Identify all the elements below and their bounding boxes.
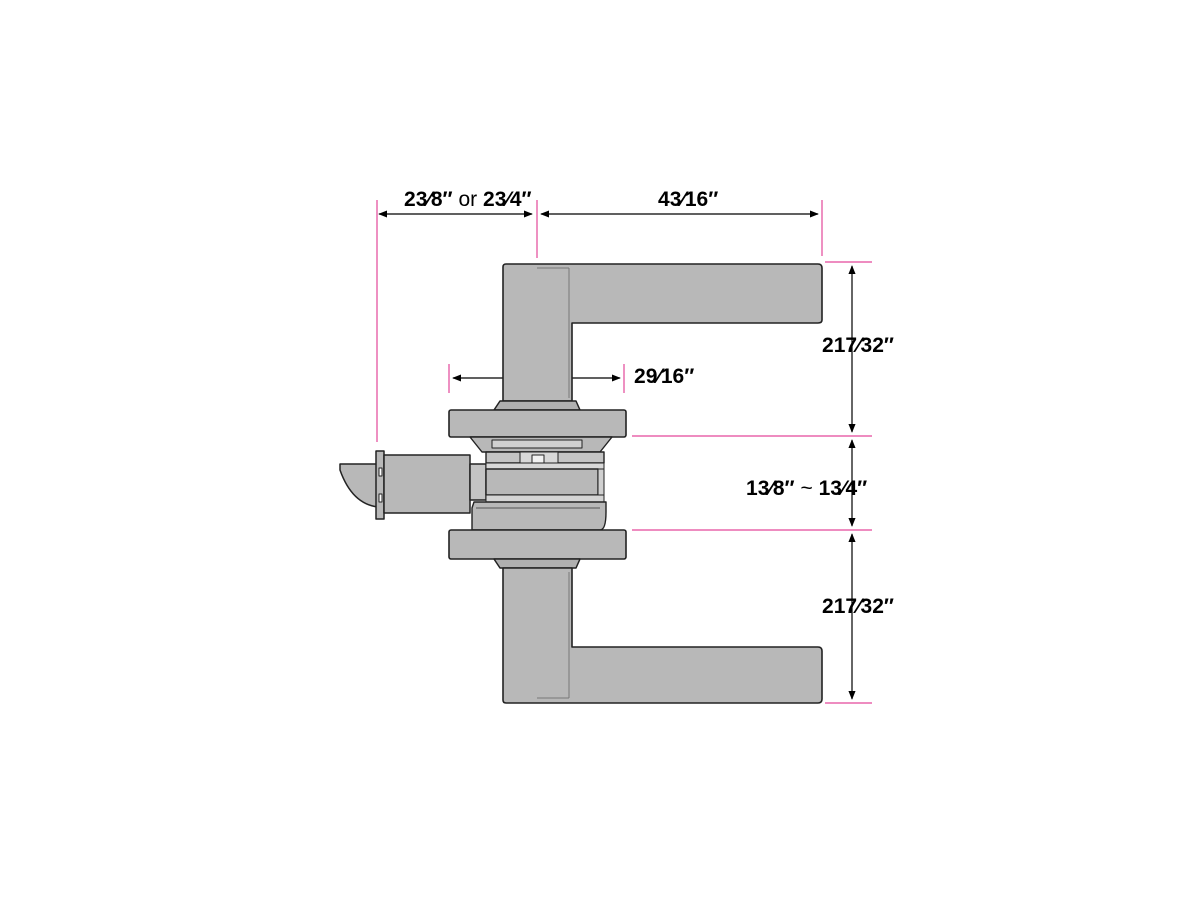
top-lever-height-whole: 2 bbox=[822, 334, 834, 357]
backset-frac-a: 3⁄8″ bbox=[415, 188, 453, 211]
bottom-rose-neck bbox=[493, 558, 581, 569]
door-thickness-joiner: ~ bbox=[800, 477, 813, 500]
lever-length-label: 43⁄16″ bbox=[658, 189, 718, 210]
door-thickness-frac-b: 3⁄4″ bbox=[830, 477, 868, 500]
backset-label: 23⁄8″ or 23⁄4″ bbox=[404, 189, 532, 210]
bottom-rose bbox=[448, 529, 627, 560]
top-lever-height-label: 217⁄32″ bbox=[822, 335, 894, 356]
bottom-lever-height-whole: 2 bbox=[822, 595, 834, 618]
backset-whole-a: 2 bbox=[404, 188, 416, 211]
backset-joiner: or bbox=[458, 188, 478, 211]
rose-diameter-whole: 2 bbox=[634, 365, 646, 388]
backset-frac-b: 3⁄4″ bbox=[494, 188, 532, 211]
top-rose bbox=[448, 409, 627, 438]
top-rose-neck bbox=[493, 400, 581, 411]
extension-lines bbox=[376, 200, 872, 704]
lever-length-frac: 3⁄16″ bbox=[669, 188, 719, 211]
bottom-lever-height-frac: 17⁄32″ bbox=[833, 595, 894, 618]
rose-diameter-frac: 9⁄16″ bbox=[645, 365, 695, 388]
rose-diameter-label: 29⁄16″ bbox=[634, 366, 694, 387]
lock-chassis bbox=[469, 436, 613, 531]
top-lever bbox=[502, 263, 823, 402]
door-thickness-whole-b: 1 bbox=[818, 477, 831, 500]
top-lever-height-frac: 17⁄32″ bbox=[833, 334, 894, 357]
backset-whole-b: 2 bbox=[483, 188, 495, 211]
bottom-lever-height-label: 217⁄32″ bbox=[822, 596, 894, 617]
bottom-lever bbox=[502, 567, 823, 704]
door-thickness-label: 13⁄8″ ~ 13⁄4″ bbox=[746, 478, 867, 499]
dimension-lines bbox=[378, 210, 856, 700]
lever-length-whole: 4 bbox=[658, 188, 670, 211]
latch-bolt bbox=[339, 450, 487, 520]
door-thickness-frac-a: 3⁄8″ bbox=[757, 477, 795, 500]
door-thickness-whole-a: 1 bbox=[746, 477, 758, 500]
